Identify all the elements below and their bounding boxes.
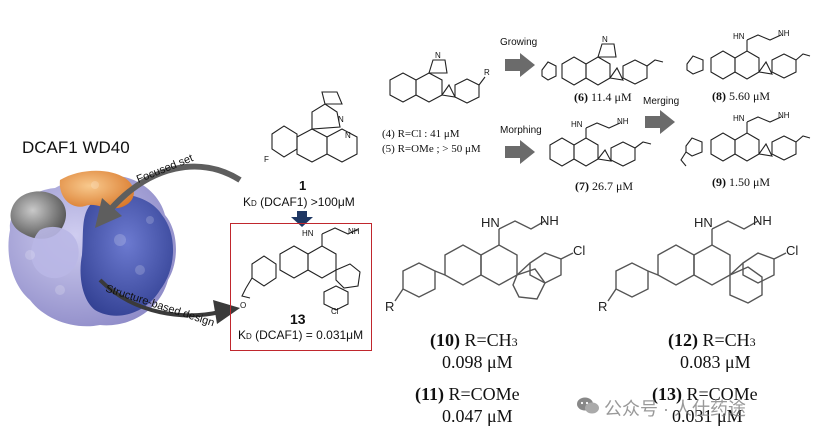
compound-13-value: 0.031 μM bbox=[672, 406, 743, 426]
compound-1-number: 1 bbox=[299, 178, 307, 193]
hn-atom: HN bbox=[733, 114, 745, 123]
compound-13-box-number: 13 bbox=[290, 311, 306, 327]
compound-12-label: (12) R=CH3 bbox=[668, 330, 756, 350]
merging-arrow bbox=[645, 110, 675, 134]
merging-label: Merging bbox=[643, 96, 680, 107]
compound-1-structure: N N F bbox=[264, 91, 358, 164]
protein-title: DCAF1 WD40 bbox=[22, 138, 130, 157]
n-atom: N bbox=[602, 35, 608, 44]
compound-10-value: 0.098 μM bbox=[442, 352, 513, 372]
nh2-atom: NH bbox=[348, 227, 360, 236]
hn-atom: HN bbox=[733, 32, 745, 41]
r-atom: R bbox=[484, 68, 490, 77]
compound-13-label: (13) R=COMe bbox=[652, 384, 758, 404]
compound-8-label: (8) 5.60 μM bbox=[712, 89, 771, 103]
hn-atom: HN bbox=[694, 215, 713, 230]
o-atom: O bbox=[240, 301, 246, 310]
growing-arrow bbox=[505, 53, 535, 77]
structure-design-arrow bbox=[98, 278, 240, 324]
compound-9-structure: HN NH bbox=[680, 111, 811, 167]
r-atom: R bbox=[385, 299, 394, 314]
wechat-icon bbox=[577, 397, 599, 414]
cl-atom: Cl bbox=[331, 307, 339, 316]
compound-12-value: 0.083 μM bbox=[680, 352, 751, 372]
compound-9-label: (9) 1.50 μM bbox=[712, 175, 771, 189]
f-atom: F bbox=[264, 155, 269, 164]
compound-11-label: (11) R=COMe bbox=[415, 384, 520, 404]
compound-6-label: (6) 11.4 μM bbox=[574, 90, 632, 104]
compound-12-13-structure: HN NH Cl R bbox=[598, 213, 798, 314]
morphing-arrow bbox=[505, 140, 535, 164]
hn-atom: HN bbox=[571, 120, 583, 129]
compound-10-label: (10) R=CH3 bbox=[430, 330, 518, 350]
r-atom: R bbox=[598, 299, 607, 314]
n-atom: N bbox=[345, 131, 351, 140]
compound-13-box bbox=[230, 223, 372, 351]
n-atom-2: N bbox=[338, 115, 344, 124]
compound-7-label: (7) 26.7 μM bbox=[575, 179, 634, 193]
compound-10-11-structure: HN NH Cl R bbox=[385, 213, 585, 314]
cl-atom: Cl bbox=[786, 243, 798, 258]
nh2-atom: NH bbox=[753, 213, 772, 228]
watermark-text: 公众号 · 人仕药途 bbox=[604, 399, 746, 419]
cl-atom: Cl bbox=[573, 243, 585, 258]
compound-8-structure: HN NH bbox=[686, 29, 811, 80]
nh2-atom: NH bbox=[778, 29, 790, 38]
nh2-atom: NH bbox=[617, 117, 629, 126]
compound-4-5-structure: N R bbox=[389, 51, 490, 104]
compound-7-structure: HN NH bbox=[549, 117, 652, 167]
compound-4-label: (4) R=Cl : 41 μM bbox=[382, 128, 460, 140]
hn-atom: HN bbox=[302, 229, 314, 238]
compound-13-box-structure: HN NH Cl O bbox=[240, 227, 361, 316]
compound-5-label: (5) R=OMe ; > 50 μM bbox=[382, 143, 481, 155]
nh2-atom: NH bbox=[778, 111, 790, 120]
n-atom: N bbox=[435, 51, 441, 60]
hn-atom: HN bbox=[481, 215, 500, 230]
nh2-atom: NH bbox=[540, 213, 559, 228]
compound-11-value: 0.047 μM bbox=[442, 406, 513, 426]
focused-set-arrow bbox=[95, 163, 242, 228]
compound-13-box-kd: KD (DCAF1) = 0.031μM bbox=[238, 328, 364, 342]
down-arrow bbox=[291, 211, 313, 227]
morphing-label: Morphing bbox=[500, 125, 542, 136]
compound-6-structure: N bbox=[541, 35, 664, 86]
compound-1-kd: KD (DCAF1) >100μM bbox=[243, 195, 355, 209]
growing-label: Growing bbox=[500, 37, 538, 48]
